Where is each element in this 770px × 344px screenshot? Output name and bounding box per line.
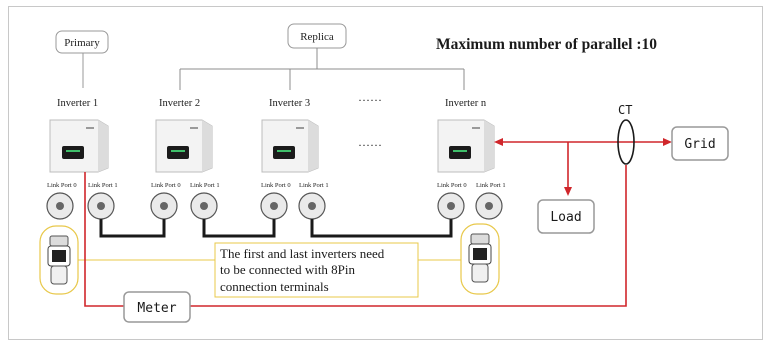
replica-label: Replica <box>300 31 334 43</box>
communication-link-wires <box>99 219 453 238</box>
note-line-1: The first and last inverters need <box>220 246 385 261</box>
right-terminal-frame <box>460 223 500 295</box>
meter-box <box>123 291 191 323</box>
inverter-1-name: Inverter 1 <box>57 98 98 109</box>
replica-bracket <box>179 48 465 90</box>
load-label: Load <box>550 210 581 225</box>
inverter-1-port1-label: Link Port 1 <box>88 182 118 189</box>
inverter-2-port1-label: Link Port 1 <box>190 182 220 189</box>
inverter-1-unit <box>49 119 109 173</box>
inverter-3-port1-label: Link Port 1 <box>299 182 329 189</box>
inverter-3-name: Inverter 3 <box>269 98 310 109</box>
inverter-n-port1-label: Link Port 1 <box>476 182 506 189</box>
inverter-n-unit <box>437 119 495 173</box>
ellipsis-top: ······ <box>358 93 382 107</box>
inverter-3-port0-label: Link Port 0 <box>261 182 291 189</box>
inverter-n-port0-label: Link Port 0 <box>437 182 467 189</box>
right-8pin-terminal <box>468 233 492 283</box>
primary-label: Primary <box>64 37 100 49</box>
meter-wire-left <box>84 172 124 307</box>
arrow-to-load <box>564 187 572 196</box>
inverter-2-unit <box>155 119 213 173</box>
red-wiring <box>84 141 664 307</box>
ct-label: CT <box>618 103 632 117</box>
grid-label: Grid <box>684 137 715 152</box>
note-box <box>214 242 419 298</box>
note-line-3: connection terminals <box>220 279 329 294</box>
left-8pin-terminal <box>47 235 71 285</box>
arrow-to-inverter-n <box>494 138 503 146</box>
arrow-to-grid <box>663 138 672 146</box>
inverter-3-unit <box>261 119 319 173</box>
inverter-2-port0-label: Link Port 0 <box>151 182 181 189</box>
grid-box <box>671 126 729 161</box>
inverter-n-name: Inverter n <box>445 98 487 109</box>
ellipsis-middle: ······ <box>358 138 382 152</box>
load-box <box>537 199 595 234</box>
inverter-1-port0-label: Link Port 0 <box>47 182 77 189</box>
ct-sensor <box>617 119 635 165</box>
meter-wire-right <box>190 165 627 307</box>
diagram-title: Maximum number of parallel :10 <box>436 36 657 53</box>
meter-label: Meter <box>137 301 176 316</box>
inverter-2-name: Inverter 2 <box>159 98 200 109</box>
primary-label-box <box>55 30 109 54</box>
note-line-2: to be connected with 8Pin <box>220 262 356 277</box>
